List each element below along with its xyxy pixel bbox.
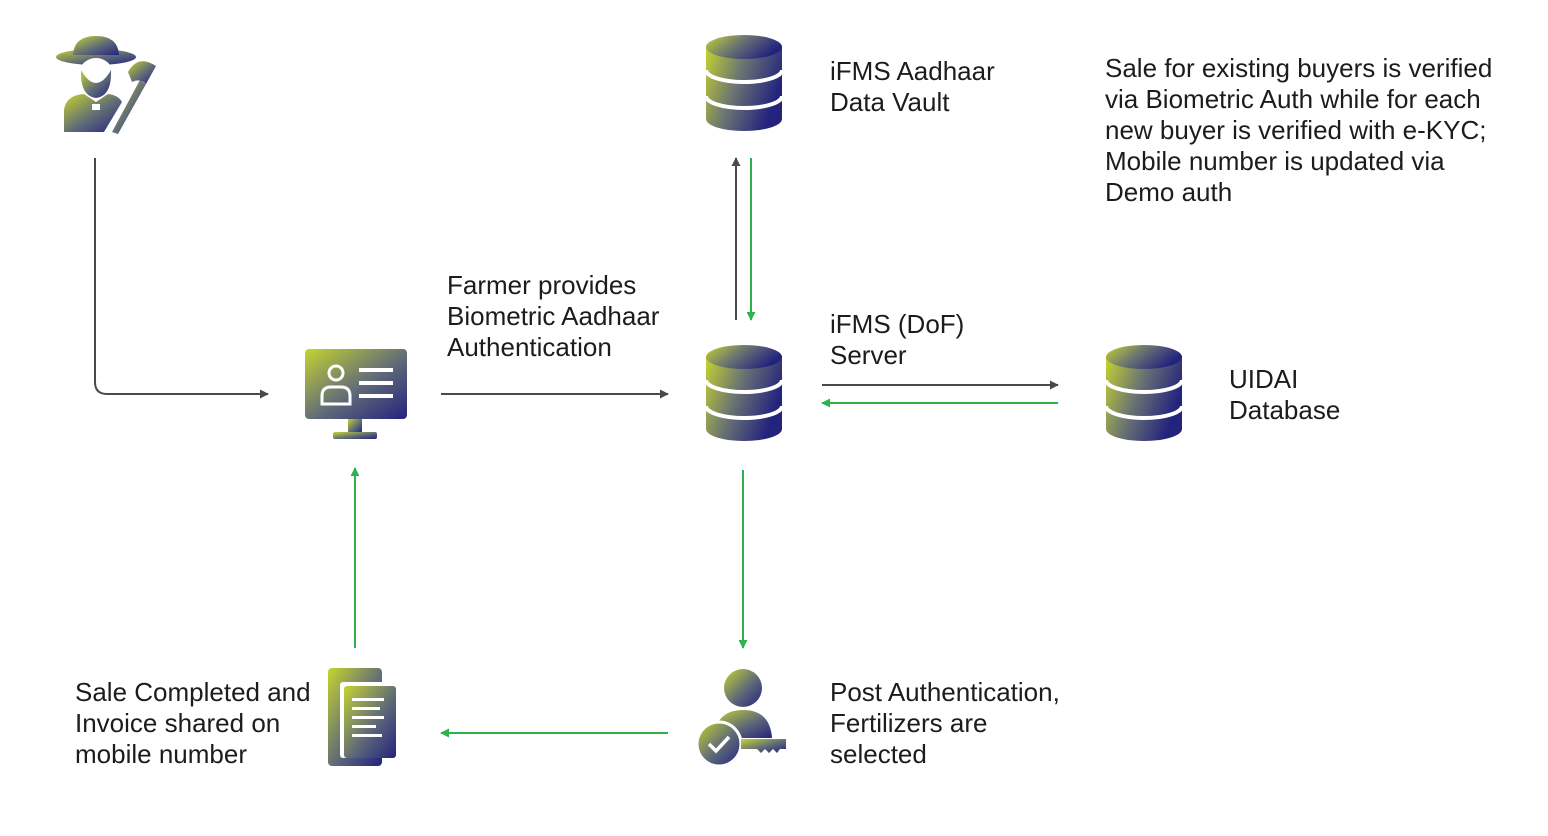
farmer-icon — [56, 36, 156, 134]
user-key-auth-icon — [695, 669, 786, 768]
vault-label: iFMS Aadhaar Data Vault — [830, 56, 995, 117]
database-icon — [1104, 345, 1184, 441]
server-label: iFMS (DoF) Server — [830, 309, 965, 370]
pos-terminal-icon — [305, 349, 407, 439]
database-icon — [704, 35, 784, 131]
invoice-document-icon — [328, 668, 396, 766]
verification-note: Sale for existing buyers is verified via… — [1105, 53, 1493, 207]
uidai-label: UIDAI Database — [1229, 364, 1341, 425]
database-icon — [704, 345, 784, 441]
farmer-to-terminal-connector — [94, 158, 269, 399]
sale-completed-label: Sale Completed and Invoice shared on mob… — [75, 677, 311, 769]
post-auth-label: Post Authentication, Fertilizers are sel… — [830, 677, 1060, 769]
farmer-provides-label: Farmer provides Biometric Aadhaar Authen… — [447, 270, 660, 362]
